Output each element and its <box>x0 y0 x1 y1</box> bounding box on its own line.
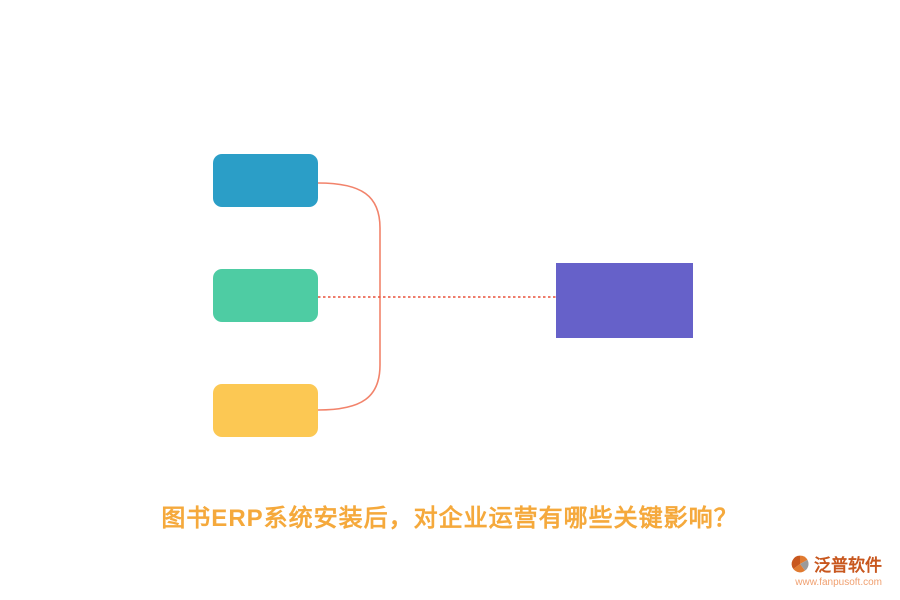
result-node <box>556 263 693 338</box>
brand-url: www.fanpusoft.com <box>795 577 882 588</box>
brand-name: 泛普软件 <box>814 556 882 575</box>
branch-node-bottom <box>213 384 318 437</box>
fan-logo-icon <box>791 555 809 572</box>
diagram-caption: 图书ERP系统安装后，对企业运营有哪些关键影响？ <box>161 505 739 532</box>
branch-node-middle <box>213 269 318 322</box>
branch-node-top <box>213 154 318 207</box>
brand-logo: 泛普软件 www.fanpusoft.com <box>790 551 882 588</box>
bracket-connector <box>317 182 381 411</box>
